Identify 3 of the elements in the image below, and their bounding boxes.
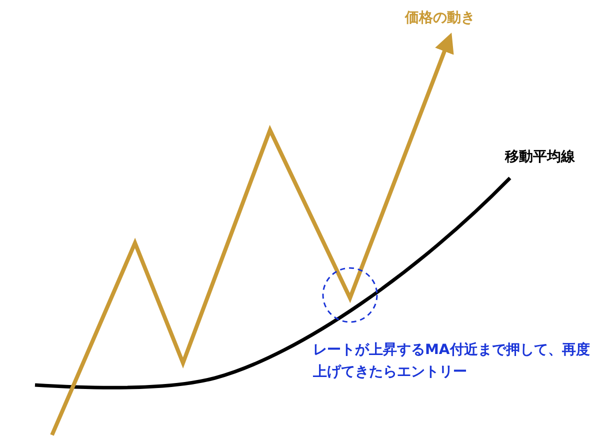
moving-average-label: 移動平均線 (505, 148, 576, 167)
annotation-text: レートが上昇するMA付近まで押して、再度上げてきたらエントリー (313, 340, 591, 382)
price-label: 価格の動き (405, 9, 476, 28)
